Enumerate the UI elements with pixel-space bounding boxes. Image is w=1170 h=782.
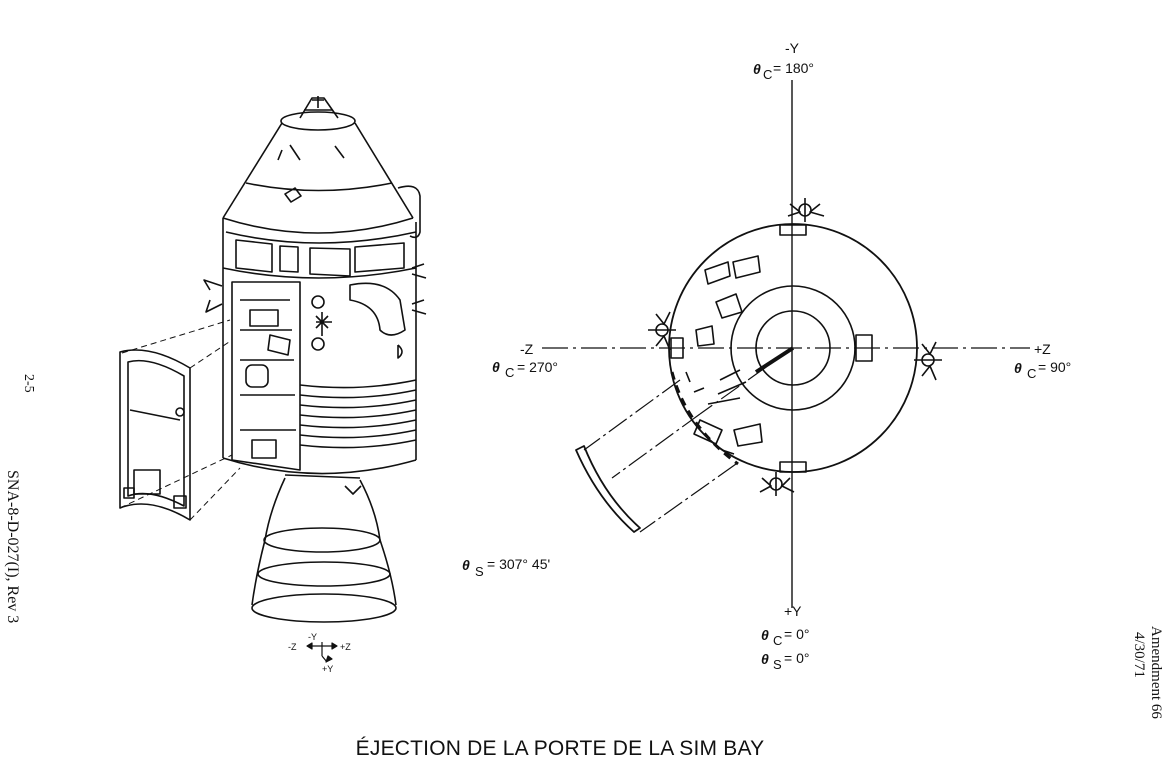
- theta-sub-bottom-s: S: [773, 657, 782, 672]
- triad-minus-z: -Z: [288, 642, 297, 652]
- theta-sub-bottom-c: C: [773, 633, 782, 648]
- coordinate-triad: [306, 642, 338, 663]
- ejection-ray-upper: [583, 379, 681, 451]
- triad-minus-y: -Y: [308, 632, 317, 642]
- label-theta-c-270: = 270°: [517, 359, 558, 375]
- docking-probe: [280, 96, 356, 131]
- page-number: 2-5: [21, 374, 36, 393]
- triad-plus-z: +Z: [340, 642, 351, 652]
- tunnel-ring: [730, 285, 856, 411]
- service-module: [203, 218, 427, 475]
- spacecraft-illustration: [119, 96, 427, 623]
- theta-symbol-door: θ: [462, 557, 470, 573]
- rcs-quad-right: [914, 341, 942, 381]
- label-theta-c-90: = 90°: [1038, 359, 1071, 375]
- ejected-sim-door: [119, 349, 191, 521]
- rcs-quad-top: [787, 198, 825, 222]
- command-module: [222, 122, 421, 244]
- label-theta-c-180: = 180°: [773, 60, 814, 76]
- theta-sub-door: S: [475, 564, 484, 579]
- ejection-ray-mid: [611, 413, 701, 479]
- theta-sub-right: C: [1027, 366, 1036, 381]
- amendment-date: 4/30/71: [1131, 632, 1147, 678]
- triad-plus-y: +Y: [322, 664, 333, 674]
- ejection-ray-lower: [639, 463, 737, 533]
- document-id: SNA-8-D-027(I), Rev 3: [4, 470, 21, 624]
- theta-sub-top: C: [763, 67, 772, 82]
- sim-bay-door-arc: [670, 371, 739, 466]
- rcs-mount-bottom: [779, 461, 807, 473]
- ejection-ray-marker: [754, 346, 795, 374]
- label-theta-s-0: = 0°: [784, 650, 809, 666]
- door-projection-lines: [119, 319, 241, 521]
- tunnel-inner-ring: [755, 310, 831, 386]
- document-id-margin: SNA-8-D-027(I), Rev 3: [3, 470, 21, 623]
- theta-symbol-top: θ: [753, 61, 761, 77]
- amendment-margin: Amendment 66 4/30/71: [1130, 626, 1164, 719]
- theta-symbol-bottom-s: θ: [761, 651, 769, 667]
- rcs-mount-left: [670, 337, 684, 359]
- theta-sub-left: C: [505, 365, 514, 380]
- figure-caption: ÉJECTION DE LA PORTE DE LA SIM BAY: [355, 737, 765, 760]
- ejected-door-section: [575, 445, 641, 533]
- label-theta-s-307: = 307° 45': [487, 556, 550, 572]
- theta-symbol-left: θ: [492, 359, 500, 375]
- theta-symbol-bottom-c: θ: [761, 627, 769, 643]
- rcs-quad-left: [648, 311, 676, 351]
- label-minus-z: -Z: [520, 341, 534, 357]
- label-theta-c-0: = 0°: [784, 626, 809, 642]
- rcs-mount-top: [779, 224, 807, 236]
- label-plus-z: +Z: [1034, 341, 1051, 357]
- rcs-quad-bottom: [759, 472, 795, 496]
- amendment-label: Amendment 66: [1148, 626, 1164, 719]
- label-plus-y: +Y: [784, 603, 802, 619]
- label-minus-y: -Y: [785, 40, 800, 56]
- rcs-mount-right: [855, 334, 873, 362]
- engine-nozzle: [251, 474, 397, 623]
- theta-symbol-right: θ: [1014, 360, 1022, 376]
- axial-section-view: [542, 80, 1030, 608]
